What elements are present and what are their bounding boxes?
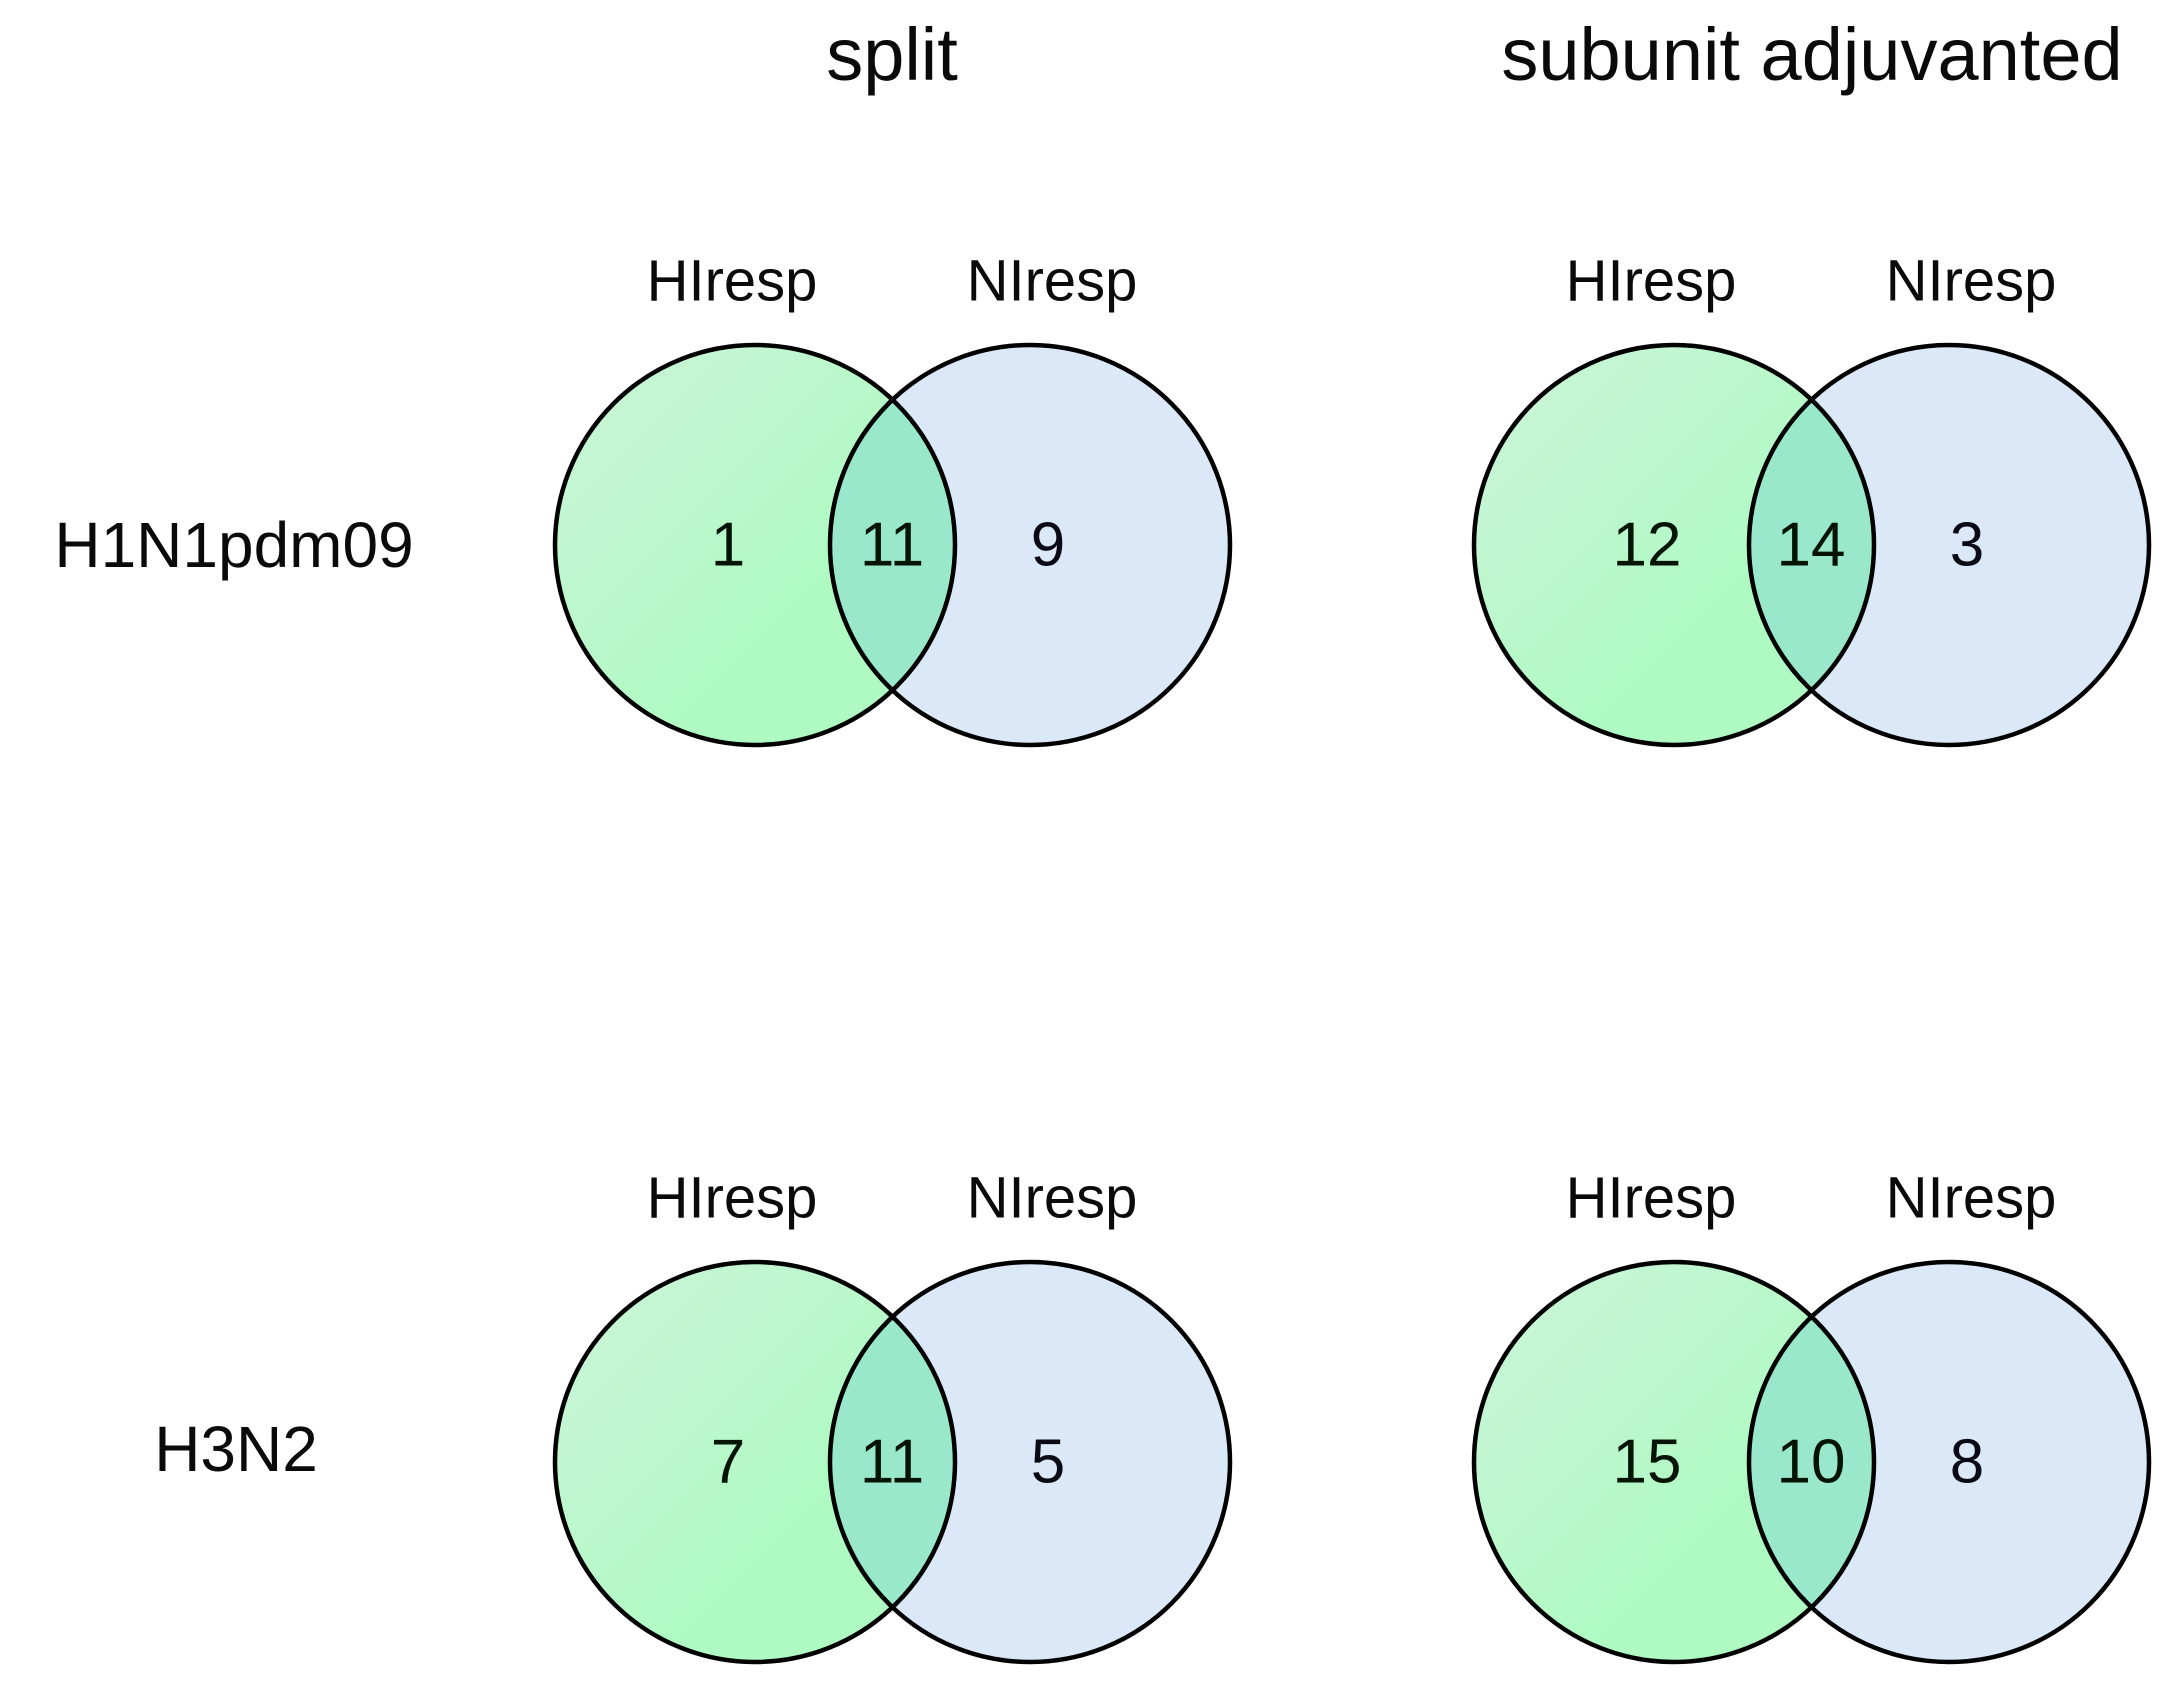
niresp-only-count: 5 bbox=[1030, 1427, 1066, 1497]
row-label-h3n2: H3N2 bbox=[154, 1413, 318, 1485]
niresp-only-count: 3 bbox=[1949, 510, 1985, 580]
venn-diagram bbox=[552, 342, 1233, 748]
hiresp-circle-outline bbox=[1471, 1259, 1877, 1665]
row-label-h1n1pdm09: H1N1pdm09 bbox=[54, 509, 414, 581]
venn-diagram bbox=[1471, 342, 2152, 748]
niresp-circle-outline bbox=[827, 1259, 1233, 1665]
hiresp-circle-outline bbox=[552, 1259, 958, 1665]
column-header-subunit-adjuvanted: subunit adjuvanted bbox=[1501, 13, 2123, 96]
hiresp-only-count: 1 bbox=[710, 510, 746, 580]
niresp-circle-outline bbox=[1746, 1259, 2152, 1665]
hiresp-only-count: 15 bbox=[1612, 1427, 1682, 1497]
niresp-circle-outline bbox=[1746, 342, 2152, 748]
column-header-split: split bbox=[826, 13, 958, 96]
hiresp-set-label: HIresp bbox=[1565, 1165, 1737, 1231]
niresp-only-count: 8 bbox=[1949, 1427, 1985, 1497]
hiresp-set-label: HIresp bbox=[1565, 248, 1737, 314]
overlap-count: 10 bbox=[1776, 1427, 1846, 1497]
hiresp-only-count: 7 bbox=[710, 1427, 746, 1497]
overlap-count: 11 bbox=[859, 510, 925, 580]
hiresp-set-label: HIresp bbox=[646, 1165, 818, 1231]
hiresp-circle-outline bbox=[1471, 342, 1877, 748]
niresp-only-count: 9 bbox=[1030, 510, 1066, 580]
venn-h1n1pdm09-split: HIresp NIresp 1 11 9 bbox=[548, 249, 1238, 765]
niresp-circle-outline bbox=[827, 342, 1233, 748]
hiresp-set-label: HIresp bbox=[646, 248, 818, 314]
hiresp-only-count: 12 bbox=[1612, 510, 1682, 580]
niresp-set-label: NIresp bbox=[966, 1165, 1138, 1231]
venn-h3n2-subunit-adjuvanted: HIresp NIresp 15 10 8 bbox=[1467, 1166, 2157, 1682]
venn-diagram bbox=[552, 1259, 1233, 1665]
overlap-count: 14 bbox=[1776, 510, 1846, 580]
niresp-set-label: NIresp bbox=[1885, 248, 2057, 314]
venn-h3n2-split: HIresp NIresp 7 11 5 bbox=[548, 1166, 1238, 1682]
niresp-set-label: NIresp bbox=[1885, 1165, 2057, 1231]
overlap-count: 11 bbox=[859, 1427, 925, 1497]
hiresp-circle-outline bbox=[552, 342, 958, 748]
niresp-set-label: NIresp bbox=[966, 248, 1138, 314]
venn-diagram bbox=[1471, 1259, 2152, 1665]
venn-h1n1pdm09-subunit-adjuvanted: HIresp NIresp 12 14 3 bbox=[1467, 249, 2157, 765]
